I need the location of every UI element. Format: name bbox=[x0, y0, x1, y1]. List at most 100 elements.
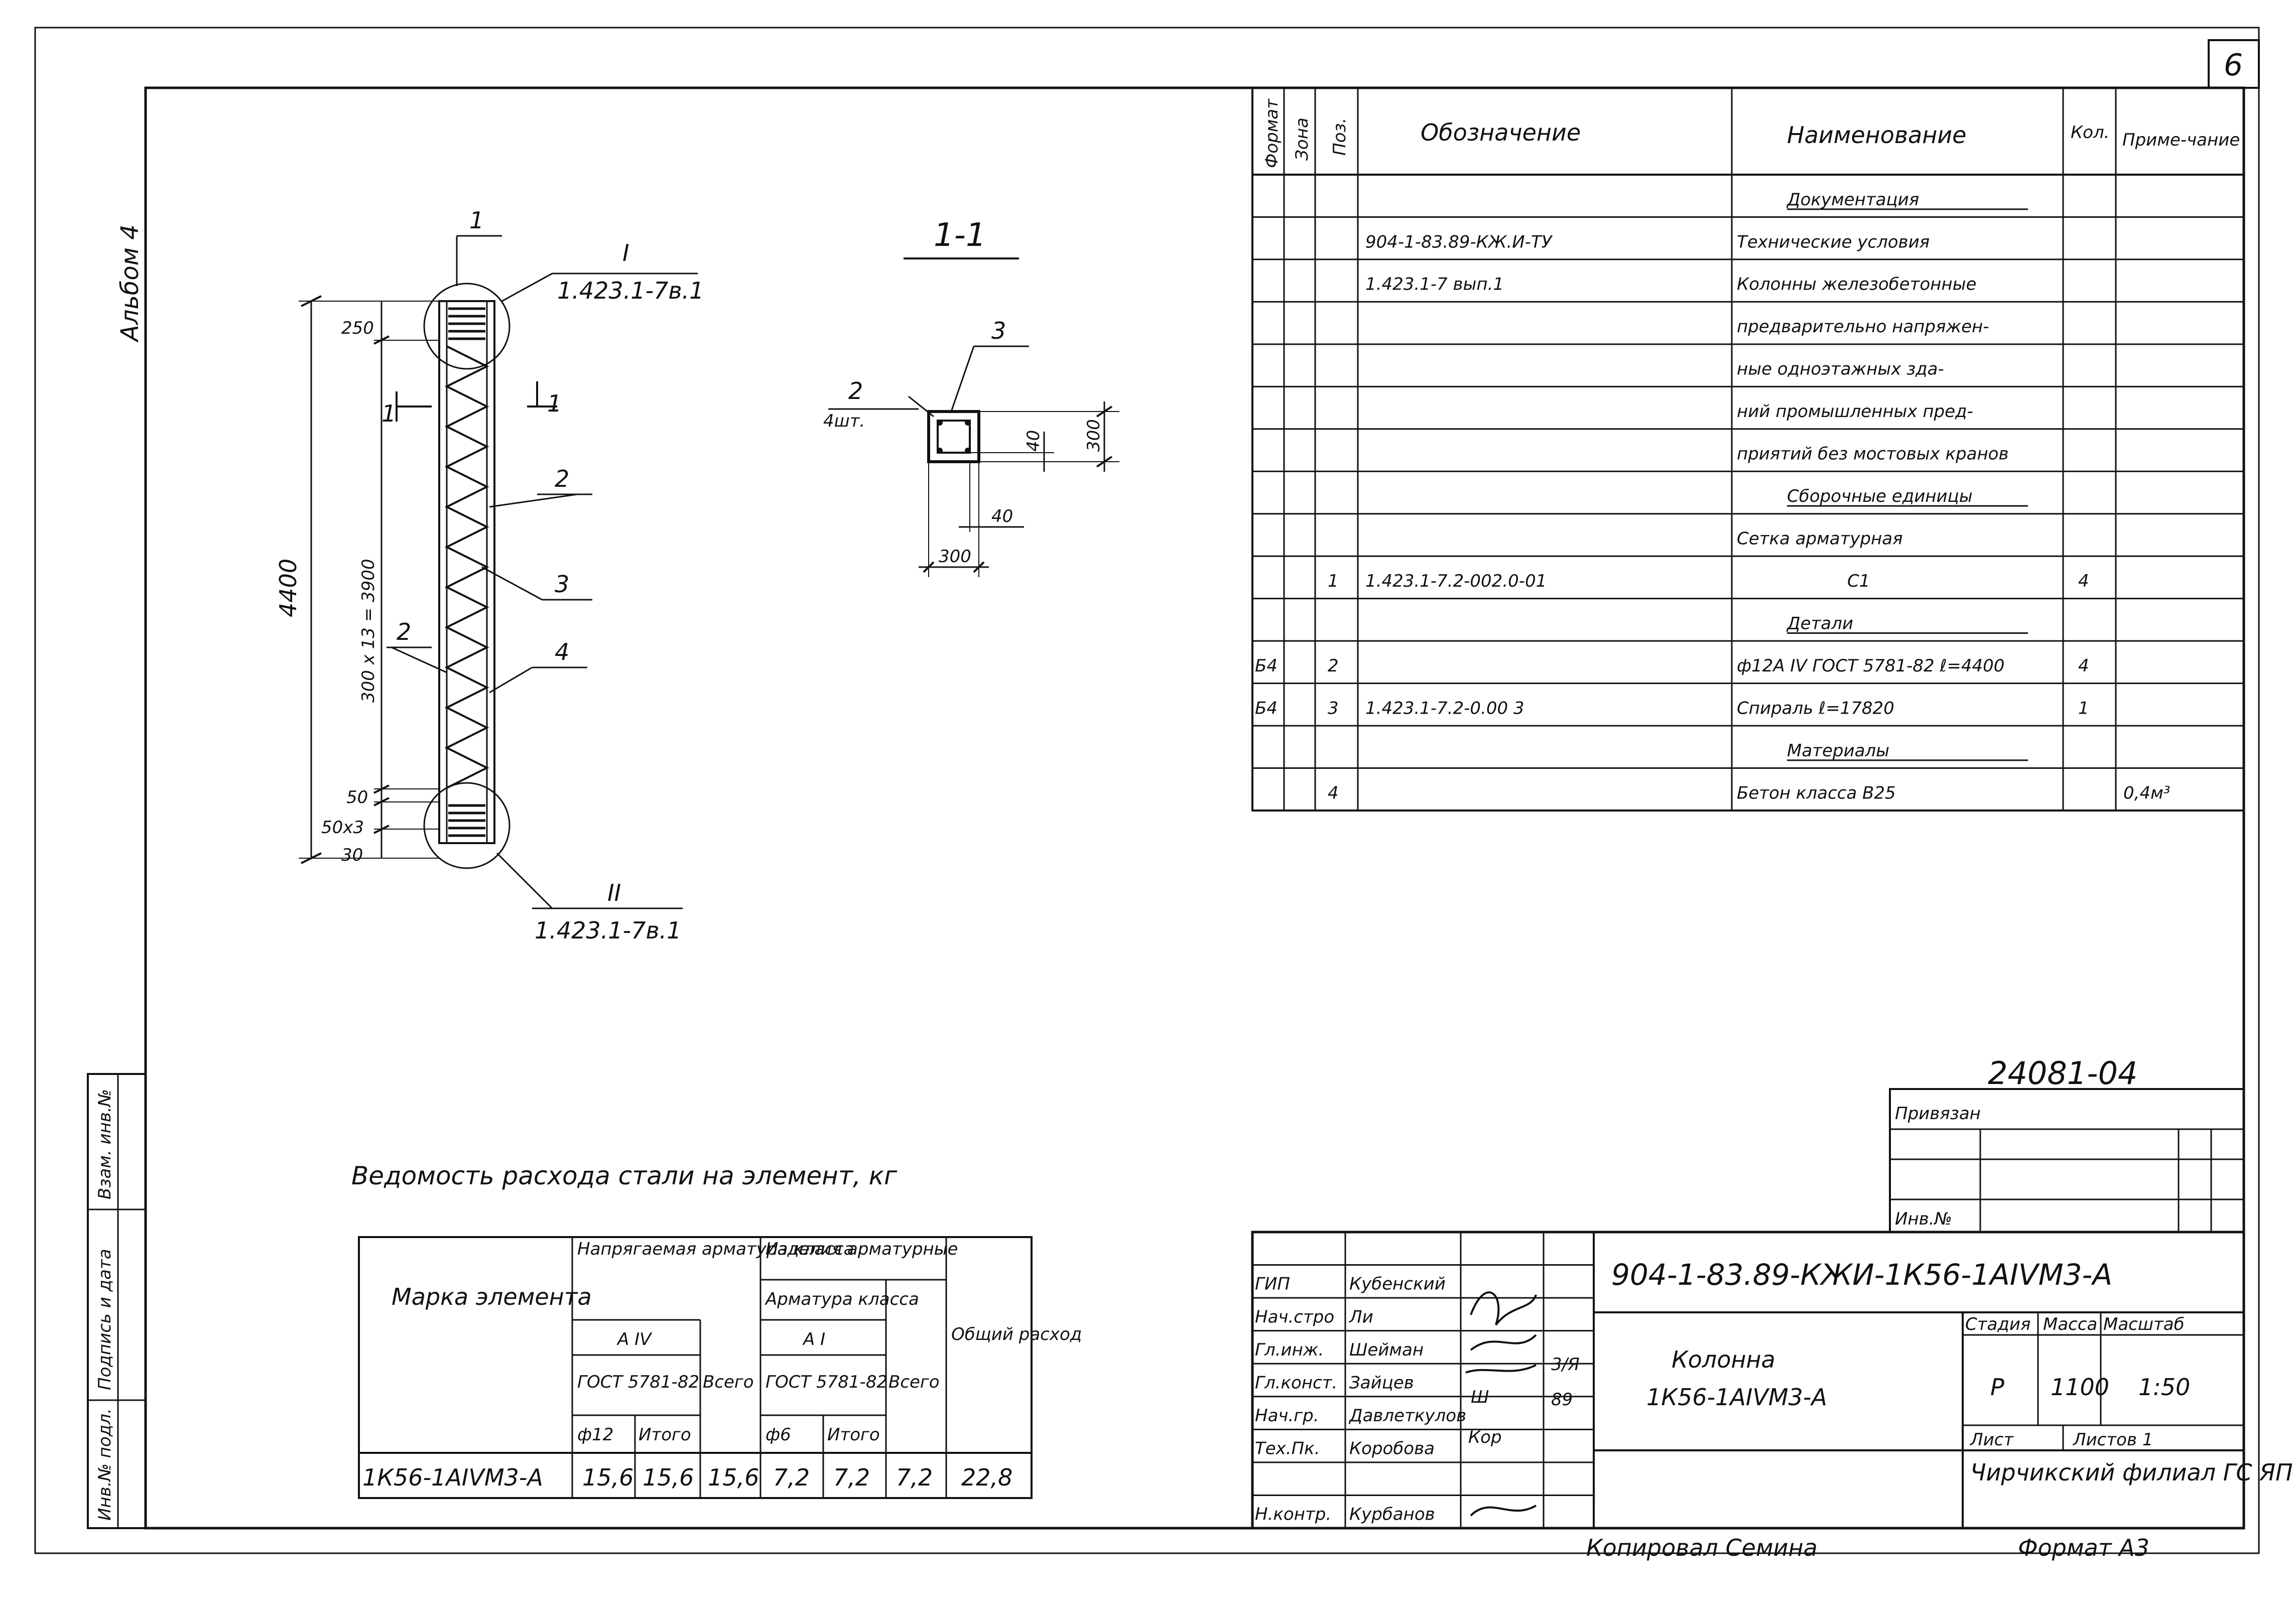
spec-cell-name: С1 bbox=[1847, 571, 1870, 591]
section-outline bbox=[927, 410, 980, 463]
spec-head-note: Приме-чание bbox=[2122, 130, 2240, 150]
section-pos-2-qty: 4шт. bbox=[823, 411, 865, 431]
staff-name: Коробова bbox=[1349, 1439, 1435, 1459]
dim-total-height: 4400 bbox=[275, 559, 302, 617]
staff-name: Давлеткулов bbox=[1348, 1406, 1466, 1426]
steel-head-d12: ф12 bbox=[577, 1425, 613, 1445]
spec-cell-name: ф12А IV ГОСТ 5781-82 ℓ=4400 bbox=[1737, 656, 2004, 676]
spec-cell-pos: 2 bbox=[1328, 656, 1339, 676]
binding-inv: Инв.№ bbox=[1895, 1209, 1952, 1229]
detail-circle-top bbox=[423, 283, 511, 370]
signature-glkonst bbox=[1465, 1364, 1537, 1374]
callout-bottom-numeral: II bbox=[607, 879, 621, 906]
title-stage-head: Стадия bbox=[1965, 1314, 2030, 1334]
title-copied: Копировал Семина bbox=[1586, 1534, 1818, 1561]
spec-cell-format: Б4 bbox=[1255, 656, 1278, 676]
title-stage: Р bbox=[1990, 1374, 2004, 1401]
staff-role: Гл.инж. bbox=[1255, 1340, 1324, 1360]
pos-label-4: 4 bbox=[555, 638, 569, 665]
spiral-reinforcement bbox=[444, 345, 489, 789]
steel-cell-itogo1: 15,6 bbox=[643, 1464, 694, 1491]
date-mark-1: 3/Я bbox=[1551, 1355, 1580, 1375]
specification-table: Формат Зона Поз. Обозначение Наименовани… bbox=[1251, 87, 2245, 811]
date-mark-2: 89 bbox=[1551, 1390, 1573, 1410]
steel-head-mark: Марка элемента bbox=[392, 1283, 592, 1310]
spec-cell-name: Сетка арматурная bbox=[1737, 529, 1903, 549]
spec-cell-name: Материалы bbox=[1787, 741, 1889, 761]
steel-cell-vsego1: 15,6 bbox=[708, 1464, 759, 1491]
spec-cell-name: Спираль ℓ=17820 bbox=[1737, 698, 1894, 718]
spec-head-designation: Обозначение bbox=[1421, 119, 1581, 146]
steel-head-prestressed: Напрягаемая арматура класса bbox=[577, 1239, 854, 1259]
steel-head-itogo2: Итого bbox=[827, 1425, 880, 1445]
stamp-inv-podl: Инв.№ подл. bbox=[95, 1408, 115, 1521]
spec-cell-name: Технические условия bbox=[1737, 232, 1930, 252]
title-mass: 1100 bbox=[2051, 1374, 2109, 1401]
sig-mark-kor: Кор bbox=[1468, 1427, 1502, 1447]
spec-cell-pos: 3 bbox=[1328, 698, 1339, 718]
title-element-name: Колонна bbox=[1672, 1346, 1775, 1373]
spec-cell-designation: 904-1-83.89-КЖ.И-ТУ bbox=[1365, 232, 1553, 252]
section-mark-right: 1 bbox=[547, 390, 562, 417]
binding-box: 24081-04 Привязан Инв.№ bbox=[1889, 1055, 2245, 1233]
steel-head-gost1: ГОСТ 5781-82 bbox=[577, 1372, 699, 1392]
staff-role: ГИП bbox=[1255, 1274, 1290, 1294]
steel-cell-itogo2: 7,2 bbox=[833, 1464, 870, 1491]
side-stamp: Инв.№ подл. Подпись и дата Взам. инв.№ bbox=[87, 1073, 147, 1529]
pos-label-2b: 2 bbox=[397, 618, 411, 645]
spec-cell-format: Б4 bbox=[1255, 698, 1278, 718]
pos-label-2: 2 bbox=[555, 465, 569, 492]
signature-nkontr bbox=[1470, 1505, 1537, 1517]
spec-cell-note: 0,4м³ bbox=[2123, 783, 2170, 803]
steel-cell-d6: 7,2 bbox=[773, 1464, 810, 1491]
steel-cell-vsego2: 7,2 bbox=[896, 1464, 933, 1491]
sig-mark-sh: Ш bbox=[1471, 1387, 1489, 1407]
title-org: Чирчикский филиал ГС ЯП bbox=[1970, 1459, 2293, 1486]
section-dim-40b: 40 bbox=[991, 506, 1013, 526]
steel-consumption-table: Ведомость расхода стали на элемент, кг М… bbox=[351, 1161, 1082, 1499]
callout-top-ref: 1.423.1-7в.1 bbox=[557, 277, 704, 304]
title-element-mark: 1К56-1АIVМ3-А bbox=[1646, 1384, 1827, 1411]
column-outline bbox=[438, 300, 495, 844]
spec-cell-name: ные одноэтажных зда- bbox=[1737, 359, 1944, 379]
title-sheets: Листов 1 bbox=[2072, 1430, 2153, 1450]
steel-head-gost2: ГОСТ 5781-82 bbox=[766, 1372, 887, 1392]
signature-glinzh bbox=[1470, 1334, 1537, 1351]
steel-head-itogo1: Итого bbox=[639, 1425, 691, 1445]
spec-cell-name: приятий без мостовых кранов bbox=[1737, 444, 2009, 464]
steel-head-vsego2: Всего bbox=[888, 1372, 940, 1392]
spec-cell-qty: 4 bbox=[2078, 571, 2089, 591]
spec-cell-designation: 1.423.1-7.2-002.0-01 bbox=[1365, 571, 1547, 591]
title-scale: 1:50 bbox=[2138, 1374, 2190, 1401]
spec-head-name: Наименование bbox=[1787, 121, 1966, 149]
title-code: 904-1-83.89-КЖИ-1К56-1АIVМ3-А bbox=[1611, 1258, 2112, 1292]
spec-head-format: Формат bbox=[1262, 98, 1282, 168]
staff-name: Курбанов bbox=[1349, 1505, 1435, 1525]
spec-cell-designation: 1.423.1-7 вып.1 bbox=[1365, 275, 1504, 295]
staff-role: Н.контр. bbox=[1255, 1505, 1331, 1525]
staff-name: Зайцев bbox=[1349, 1373, 1414, 1393]
pos-label-3: 3 bbox=[555, 571, 569, 598]
column-elevation: I 1.423.1-7в.1 II 1.423.1-7в.1 1 1 1 2 3… bbox=[275, 207, 704, 944]
steel-head-items-sub: Арматура класса bbox=[764, 1289, 919, 1309]
section-dim-300h: 300 bbox=[939, 547, 971, 567]
spec-cell-pos: 1 bbox=[1328, 571, 1339, 591]
spec-cell-name: Документация bbox=[1786, 190, 1919, 210]
spec-cell-name: Сборочные единицы bbox=[1787, 486, 1973, 506]
section-dim-40a: 40 bbox=[1024, 430, 1044, 452]
spec-cell-name: предварительно напряжен- bbox=[1737, 317, 1989, 337]
spec-cell-name: Детали bbox=[1786, 613, 1853, 633]
section-mark-left: 1 bbox=[381, 400, 396, 427]
dim-top: 250 bbox=[341, 318, 374, 338]
spec-cell-pos: 4 bbox=[1328, 783, 1339, 803]
spec-head-pos: Поз. bbox=[1330, 118, 1350, 156]
signature-gip bbox=[1470, 1291, 1537, 1326]
detail-circle-bottom bbox=[423, 782, 511, 869]
sheet-number: 6 bbox=[2224, 48, 2243, 83]
spec-cell-designation: 1.423.1-7.2-0.00 3 bbox=[1365, 698, 1524, 718]
section-pos-2: 2 bbox=[848, 377, 863, 404]
section-dim-300v: 300 bbox=[1084, 419, 1104, 452]
steel-head-vsego1: Всего bbox=[703, 1372, 754, 1392]
spec-cell-name: Колонны железобетонные bbox=[1737, 275, 1976, 295]
